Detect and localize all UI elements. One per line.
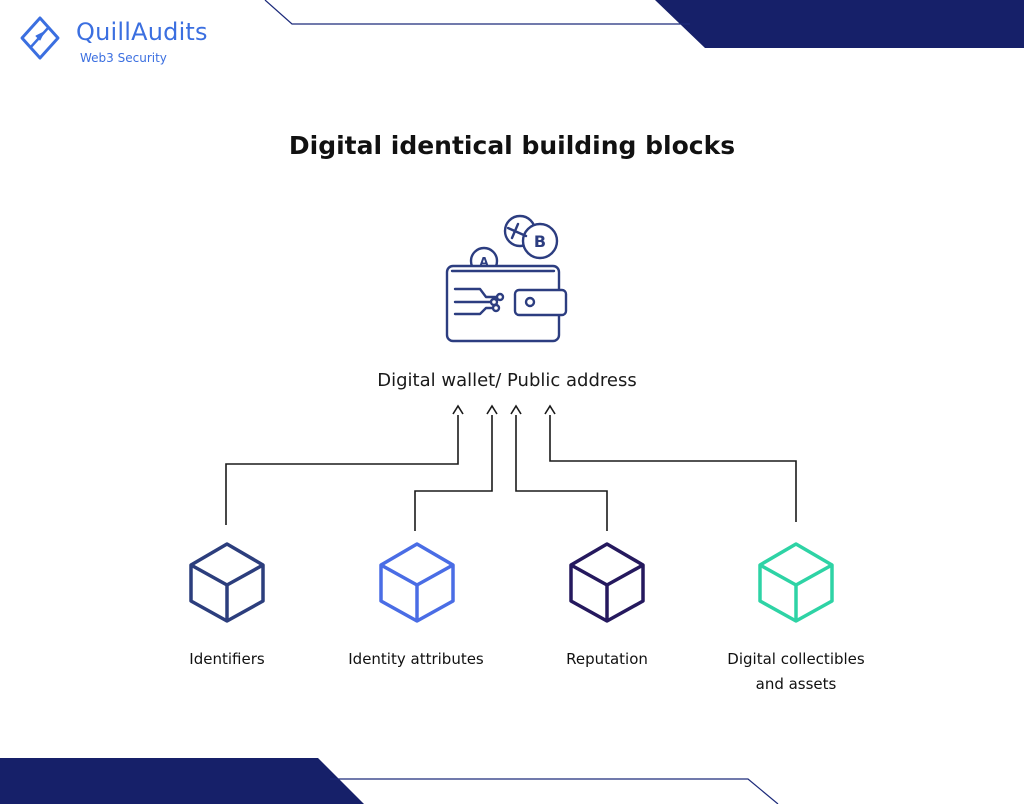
arrowhead-icon	[452, 404, 464, 415]
block-label-digital-collectibles: Digital collectibles and assets	[727, 650, 865, 693]
cube-icon	[379, 542, 455, 623]
wallet-icon	[445, 214, 568, 343]
connector-lines	[225, 415, 797, 531]
arrowhead-icon	[544, 404, 556, 415]
connector-digital-collectibles	[549, 415, 797, 522]
block-label-reputation: Reputation	[566, 650, 648, 668]
brand-name: QuillAudits	[76, 18, 208, 46]
top-outline-line	[264, 0, 690, 25]
cube-icon	[758, 542, 834, 623]
bottom-outline-line	[330, 778, 779, 804]
block-label-identifiers: Identifiers	[189, 650, 265, 668]
brand-tagline: Web3 Security	[80, 51, 167, 65]
top-right-band	[655, 0, 1024, 48]
wallet-label: Digital wallet/ Public address	[377, 370, 637, 391]
arrowheads	[452, 404, 556, 415]
arrowhead-icon	[510, 404, 522, 415]
coin-b-glyph: B	[534, 232, 546, 251]
quill-logo-icon	[20, 16, 60, 60]
connector-identity-attributes	[414, 415, 493, 531]
block-label-identity-attributes: Identity attributes	[348, 650, 484, 668]
cube-icon	[569, 542, 645, 623]
coin-a-glyph: A	[479, 255, 489, 269]
connector-reputation	[515, 415, 608, 531]
arrowhead-icon	[486, 404, 498, 415]
bottom-left-band	[0, 758, 364, 804]
connector-identifiers	[225, 415, 459, 525]
cube-icon	[189, 542, 265, 623]
diagram-title: Digital identical building blocks	[288, 131, 736, 160]
